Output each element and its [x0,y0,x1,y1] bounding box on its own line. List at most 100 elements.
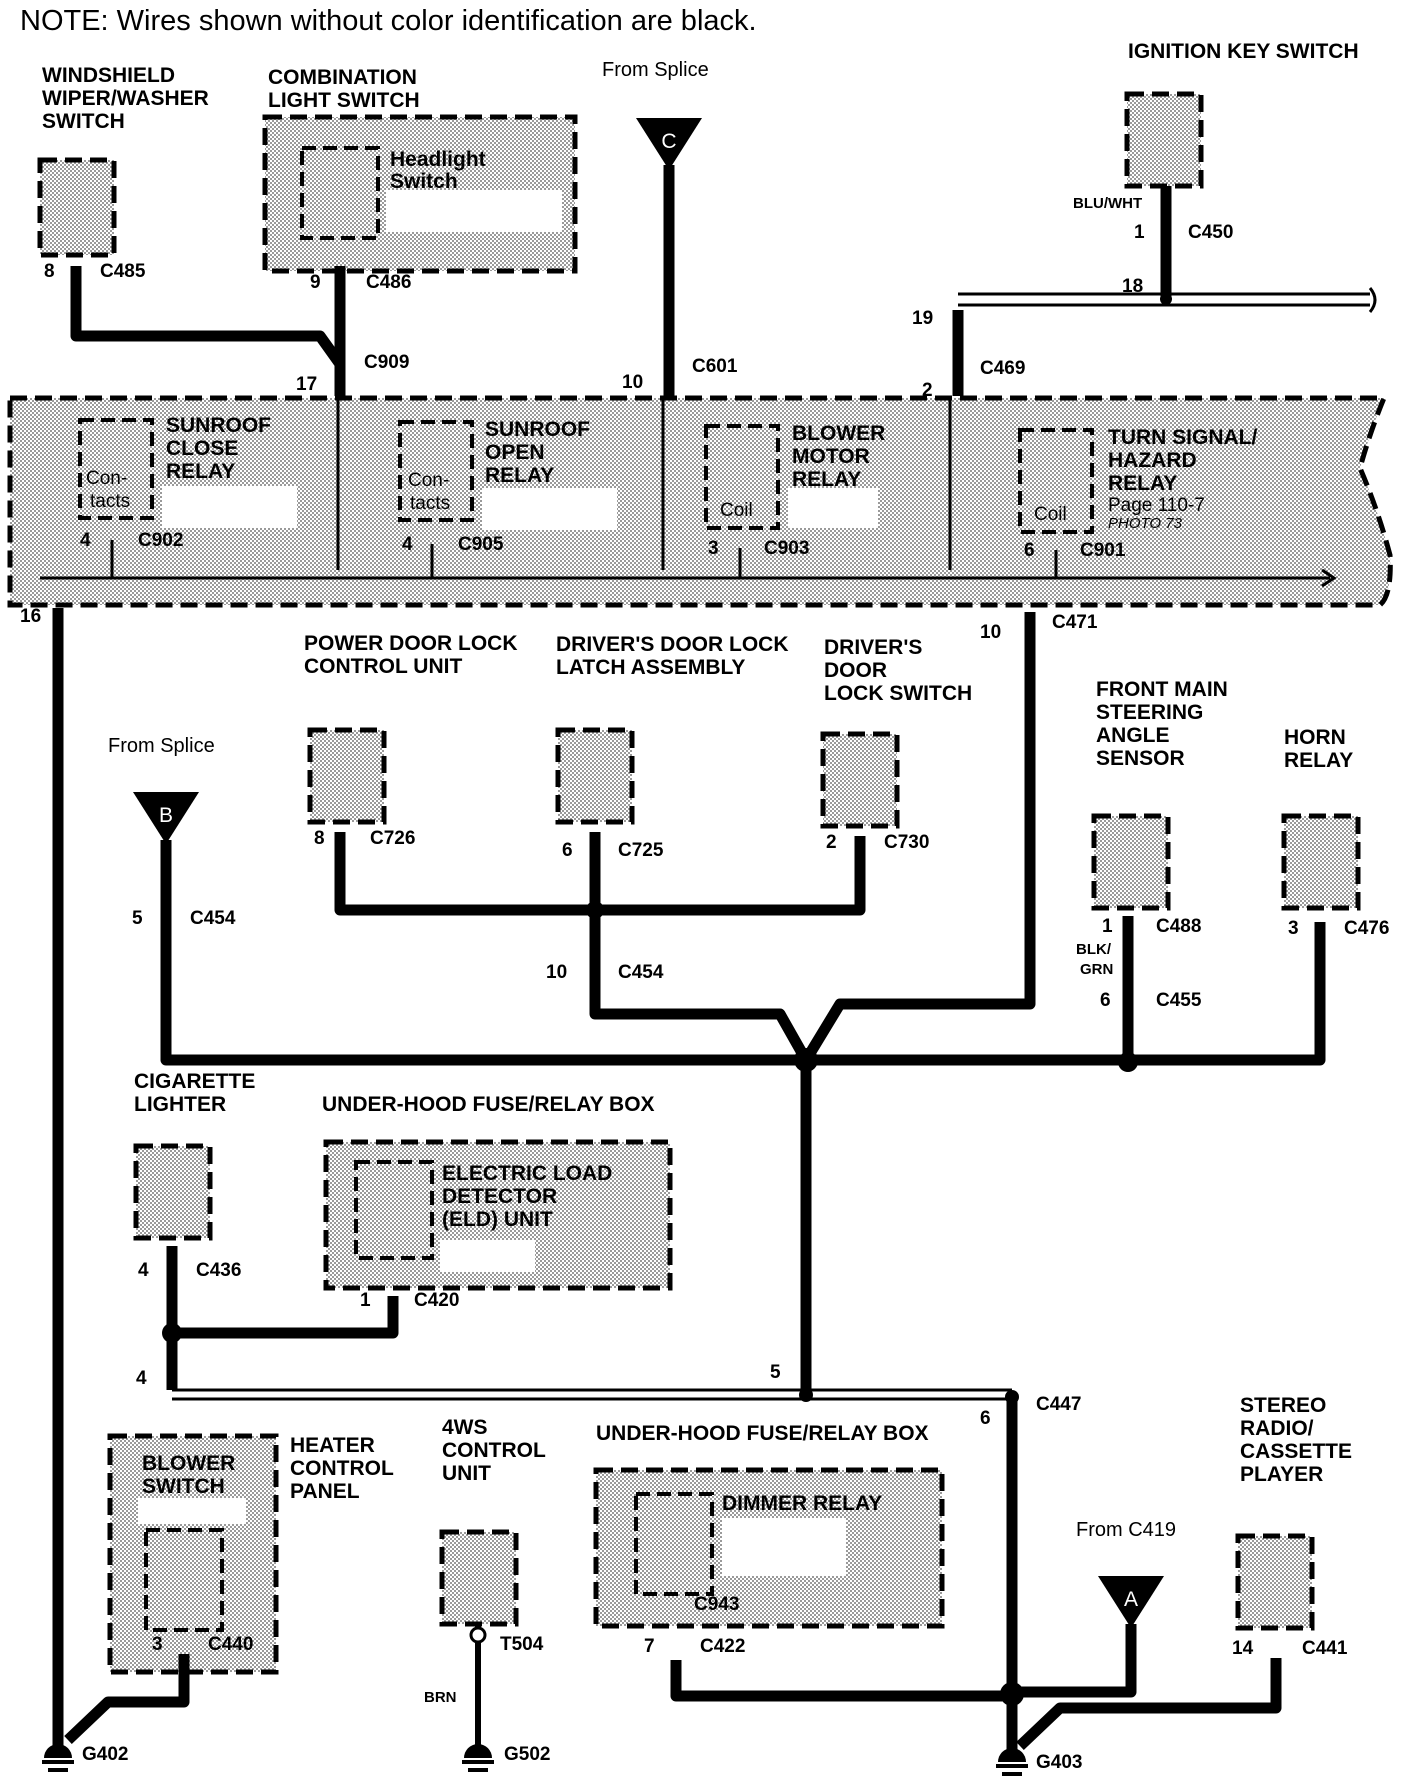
heater-label-1: HEATER [290,1434,375,1457]
contacts-text-1: Con- [408,470,449,491]
horn-label-1: HORN [1284,726,1346,749]
pin-label: 3 [1288,918,1299,939]
blower-switch-label-2: SWITCH [142,1475,225,1498]
pin-label: 2 [826,832,837,853]
drivers-switch-label-3: LOCK SWITCH [824,682,972,705]
turn-signal-photo: PHOTO 73 [1108,515,1183,532]
blower-motor-relay: Coil BLOWER MOTOR RELAY [704,422,885,530]
cigarette-label-2: LIGHTER [134,1093,226,1116]
windshield-wiper-switch: WINDSHIELD WIPER/WASHER SWITCH [37,64,209,258]
connector-label: C903 [764,538,809,559]
splice-c-triangle [636,118,702,170]
contacts-text-1: Con- [86,468,127,489]
combo-label-2: LIGHT SWITCH [268,89,420,112]
stereo-label-1: STEREO [1240,1394,1326,1417]
connector-label: C902 [138,530,183,551]
heater-label-2: CONTROL [290,1457,394,1480]
turn-signal-label-1: TURN SIGNAL/ [1108,426,1257,449]
stereo-label-4: PLAYER [1240,1463,1323,1486]
wiper-label-3: SWITCH [42,110,125,133]
connector-label: C455 [1156,990,1202,1011]
pin-label: 1 [360,1290,371,1311]
splice-a-triangle [1098,1576,1164,1628]
eld-label-2: DETECTOR [442,1185,557,1208]
pin-label: 7 [644,1636,655,1657]
sunroof-close-label-1: SUNROOF [166,414,271,437]
coil-box [1018,428,1094,534]
pin-label: 8 [44,261,55,282]
splice-b-triangle [133,792,199,844]
connector-label: C905 [458,534,504,555]
drivers-switch-label-1: DRIVER'S [824,636,922,659]
turn-signal-label-3: RELAY [1108,472,1177,495]
headlight-label-1: Headlight [390,148,486,171]
connector-label: C730 [884,832,929,853]
connector-label: C476 [1344,918,1389,939]
heater-label-3: PANEL [290,1480,360,1503]
from-splice-c: From Splice [602,59,709,81]
4ws-label-3: UNIT [442,1462,491,1485]
pin-label: 3 [152,1634,163,1655]
stereo-box [1235,1533,1315,1631]
wire-color-label: BLK/ [1076,941,1112,958]
pin-label: 3 [708,538,719,559]
4ws-label-1: 4WS [442,1416,488,1439]
sunroof-open-relay: Con- tacts SUNROOF OPEN RELAY [398,418,617,530]
pin-label: 4 [402,534,413,555]
connector-label: C909 [364,352,409,373]
pin-label: 6 [980,1408,991,1429]
pin-label: 4 [80,530,91,551]
connector-label: C901 [1080,540,1126,561]
pin-label: 10 [622,372,643,393]
blower-motor-label-3: RELAY [792,468,861,491]
wiper-label-1: WINDSHIELD [42,64,175,87]
pin-label: 1 [1134,222,1145,243]
blower-switch-label-1: BLOWER [142,1452,235,1475]
ground-label: G403 [1036,1752,1082,1773]
wire-color-label: GRN [1080,961,1113,978]
from-splice-b: From Splice [108,735,215,757]
pin-label: 5 [770,1362,781,1383]
connector-label: C485 [100,261,146,282]
wire-color-label: BLU/WHT [1073,195,1142,212]
power-door-lock-label-2: CONTROL UNIT [304,655,462,678]
eld-box [354,1160,434,1260]
pin-label: 10 [980,622,1001,643]
steering-label-4: SENSOR [1096,747,1185,770]
connector-label: C447 [1036,1394,1081,1415]
connector-label: C471 [1052,612,1098,633]
connector-label: C436 [196,1260,241,1281]
pin-label: 2 [922,380,933,401]
eld-label-3: (ELD) UNIT [442,1208,553,1231]
blower-switch-box [144,1528,224,1632]
sunroof-open-label-3: RELAY [485,464,554,487]
connector-label: C441 [1302,1638,1348,1659]
connector-label: C454 [618,962,664,983]
pin-label: 1 [1102,916,1113,937]
connector-label: C943 [694,1594,739,1615]
drivers-latch-label-2: LATCH ASSEMBLY [556,656,745,679]
pin-label: 14 [1232,1638,1254,1659]
pin-label: 4 [138,1260,149,1281]
pin-label: 10 [546,962,567,983]
coil-text: Coil [1034,504,1067,525]
connector-label: C422 [700,1636,745,1657]
sunroof-close-relay: Con- tacts SUNROOF CLOSE RELAY [78,414,297,528]
turn-signal-page: Page 110-7 [1108,495,1205,516]
blower-motor-label-2: MOTOR [792,445,870,468]
ignition-label: IGNITION KEY SWITCH [1128,40,1359,63]
dimmer-relay-label: DIMMER RELAY [722,1492,882,1515]
ground-label: G502 [504,1744,550,1765]
connector-label: C420 [414,1290,459,1311]
steering-label-3: ANGLE [1096,724,1170,747]
coil-box [704,424,780,530]
pin-label: 8 [314,828,325,849]
combo-label-1: COMBINATION [268,66,417,89]
sunroof-open-label-2: OPEN [485,441,545,464]
connector-label: T504 [500,1634,544,1655]
steering-label-1: FRONT MAIN [1096,678,1228,701]
wire-color-label: BRN [424,1689,457,1706]
connector-label: C469 [980,358,1025,379]
pin-label: 6 [1100,990,1111,1011]
